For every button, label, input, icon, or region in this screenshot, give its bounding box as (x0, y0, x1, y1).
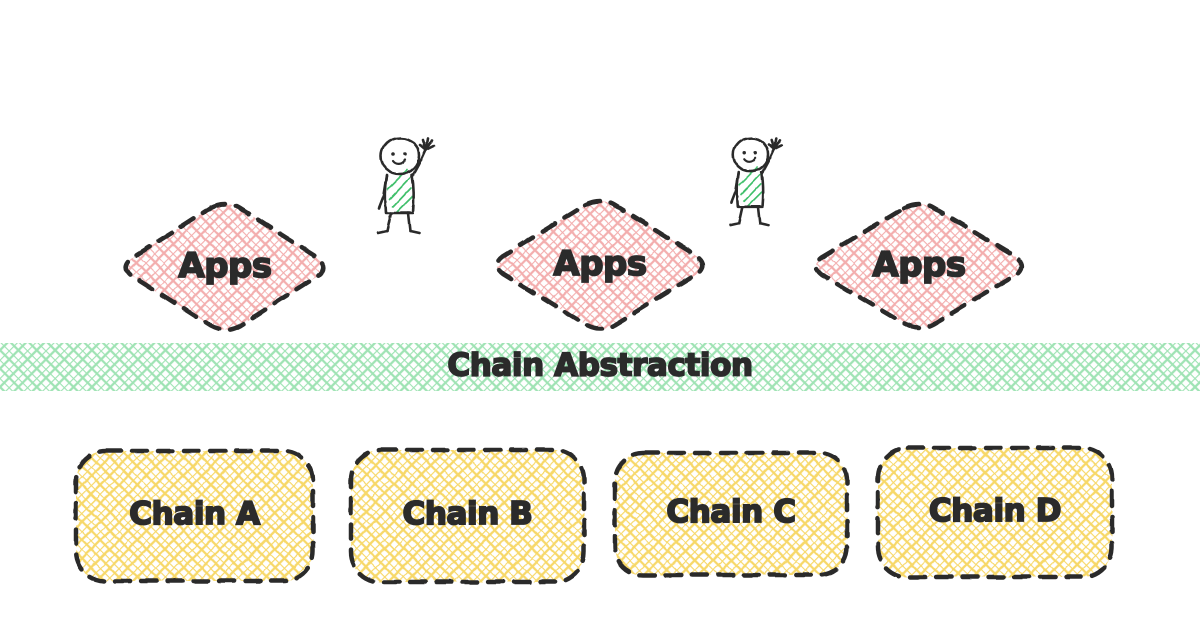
chain-label-c: Chain C (666, 493, 797, 531)
apps-node-1[interactable]: Apps (118, 198, 332, 336)
apps-label-2: Apps (553, 243, 648, 285)
chain-box-shape-b (348, 447, 587, 585)
chain-abstraction-band[interactable]: Chain Abstraction (0, 341, 1200, 393)
apps-diamond-shape-2 (494, 198, 706, 332)
chain-box-shape-d (875, 445, 1115, 580)
chain-node-a[interactable]: Chain A (73, 448, 316, 584)
apps-diamond-shape-1 (123, 201, 327, 333)
apps-node-2[interactable]: Apps (489, 195, 711, 335)
chain-label-b: Chain B (402, 495, 534, 533)
chain-box-shape-c (612, 450, 850, 578)
chain-label-d: Chain D (928, 492, 1062, 530)
apps-diamond-shape-3 (813, 201, 1025, 331)
stick-figure-icon (376, 136, 436, 235)
apps-label-3: Apps (872, 244, 967, 286)
chain-abstraction-label: Chain Abstraction (447, 347, 754, 385)
stick-figure-icon (729, 136, 784, 227)
apps-label-1: Apps (178, 245, 273, 287)
chain-node-d[interactable]: Chain D (875, 445, 1115, 580)
chain-node-b[interactable]: Chain B (348, 447, 587, 585)
waving-user-right (714, 126, 801, 233)
chain-abstraction-band-shape (0, 341, 1200, 393)
apps-node-3[interactable]: Apps (808, 198, 1030, 334)
waving-user-left (360, 125, 455, 241)
chain-node-c[interactable]: Chain C (612, 450, 850, 578)
chain-box-shape-a (73, 448, 316, 584)
chain-label-a: Chain A (128, 495, 261, 533)
